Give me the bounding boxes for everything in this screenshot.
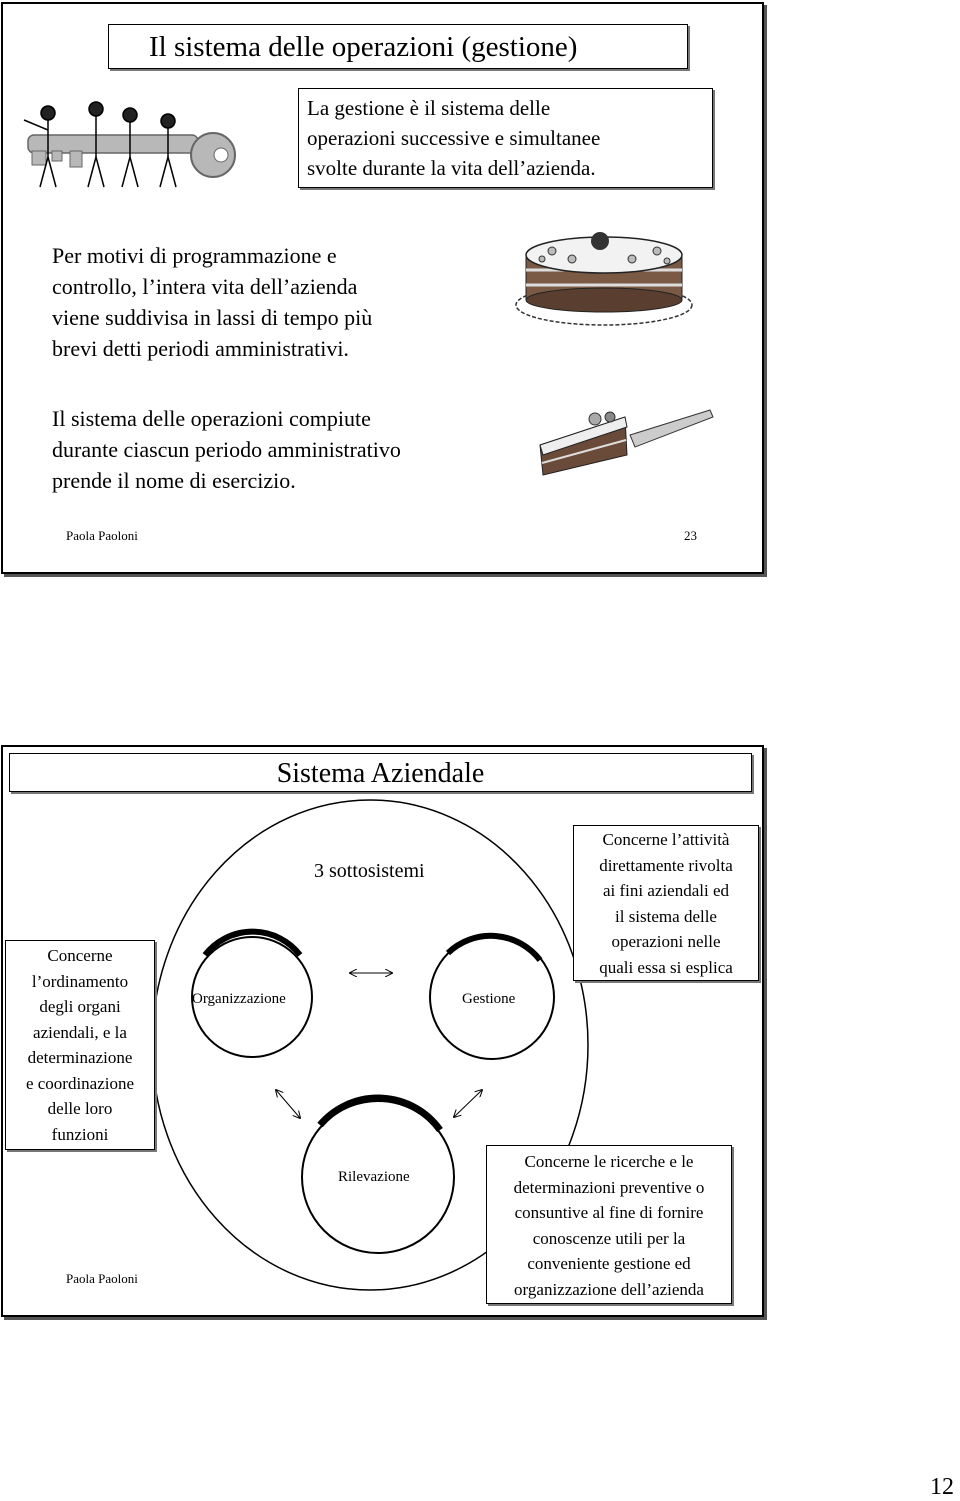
description-line: Concerne le ricerche e le [524,1152,694,1171]
paragraph-line: Il sistema delle operazioni compiute [52,406,371,431]
slide1-title: Il sistema delle operazioni (gestione) [149,31,578,63]
paragraph-line: durante ciascun periodo amministrativo [52,437,401,462]
paragraph-line: Per motivi di programmazione e [52,243,337,268]
rilevazione-label: Rilevazione [338,1169,410,1185]
rilevazione-description-box: Concerne le ricerche e le determinazioni… [486,1145,732,1304]
paragraph-periodi: Per motivi di programmazione e controllo… [52,240,372,364]
paragraph-line: controllo, l’intera vita dell’azienda [52,274,358,299]
arrow-gestione-rilevazione [454,1090,482,1117]
description-line: consuntive al fine di fornire [514,1203,704,1222]
description-line: delle loro [47,1099,113,1118]
organizzazione-description-box: Concerne l’ordinamento degli organi azie… [5,940,155,1150]
description-line: aziendali, e la [33,1022,127,1042]
description-line: quali essa si esplica [599,957,733,977]
description-line: conoscenze utili per la [532,1228,686,1248]
slide2-title-box: Sistema Aziendale [9,753,752,792]
page-number: 12 [930,1474,954,1500]
definition-line: svolte durante la vita dell’azienda. [307,156,596,180]
slide1-footer-number: 23 [684,528,697,543]
organizzazione-label: Organizzazione [192,991,286,1007]
slide1-title-box: Il sistema delle operazioni (gestione) [108,24,688,69]
cake-illustration [515,232,693,326]
gestione-definition-box: La gestione è il sistema delle operazion… [298,88,713,188]
sottosistemi-diagram [151,799,589,1291]
definition-line: operazioni successive e simultanee [307,126,601,150]
paragraph-esercizio: Il sistema delle operazioni compiute dur… [52,403,401,496]
slide2-title: Sistema Aziendale [276,758,485,789]
paragraph-line: viene suddivisa in lassi di tempo più [52,305,373,330]
cake-slice-illustration [539,409,714,476]
description-line: funzioni [51,1124,109,1144]
sottosistemi-label: 3 sottosistemi [314,860,425,882]
slide2-footer-author: Paola Paoloni [66,1271,138,1286]
slide1-footer-author: Paola Paoloni [66,528,138,543]
description-line: conveniente gestione ed [527,1254,691,1273]
description-line: degli organi [39,997,121,1016]
description-line: ai fini aziendali ed [602,881,730,900]
arrow-org-rilevazione [276,1090,300,1118]
people-carrying-key-illustration [23,101,236,188]
description-line: determinazione [27,1048,133,1067]
organizzazione-circle [191,936,313,1058]
description-line: organizzazione dell’azienda [514,1279,704,1299]
description-line: l’ordinamento [31,971,129,991]
description-line: Concerne [47,946,113,965]
paragraph-line: prende il nome di esercizio. [52,468,296,493]
gestione-label: Gestione [462,991,516,1007]
description-line: il sistema delle [615,906,717,926]
description-line: e coordinazione [25,1073,135,1093]
definition-line: La gestione è il sistema delle [307,96,551,120]
gestione-description-box: Concerne l’attività direttamente rivolta… [573,825,759,981]
description-line: operazioni nelle [611,932,721,951]
description-line: determinazioni preventive o [513,1177,705,1197]
paragraph-line: brevi detti periodi amministrativi. [52,336,349,361]
description-line: direttamente rivolta [599,855,733,875]
description-line: Concerne l’attività [602,830,730,849]
